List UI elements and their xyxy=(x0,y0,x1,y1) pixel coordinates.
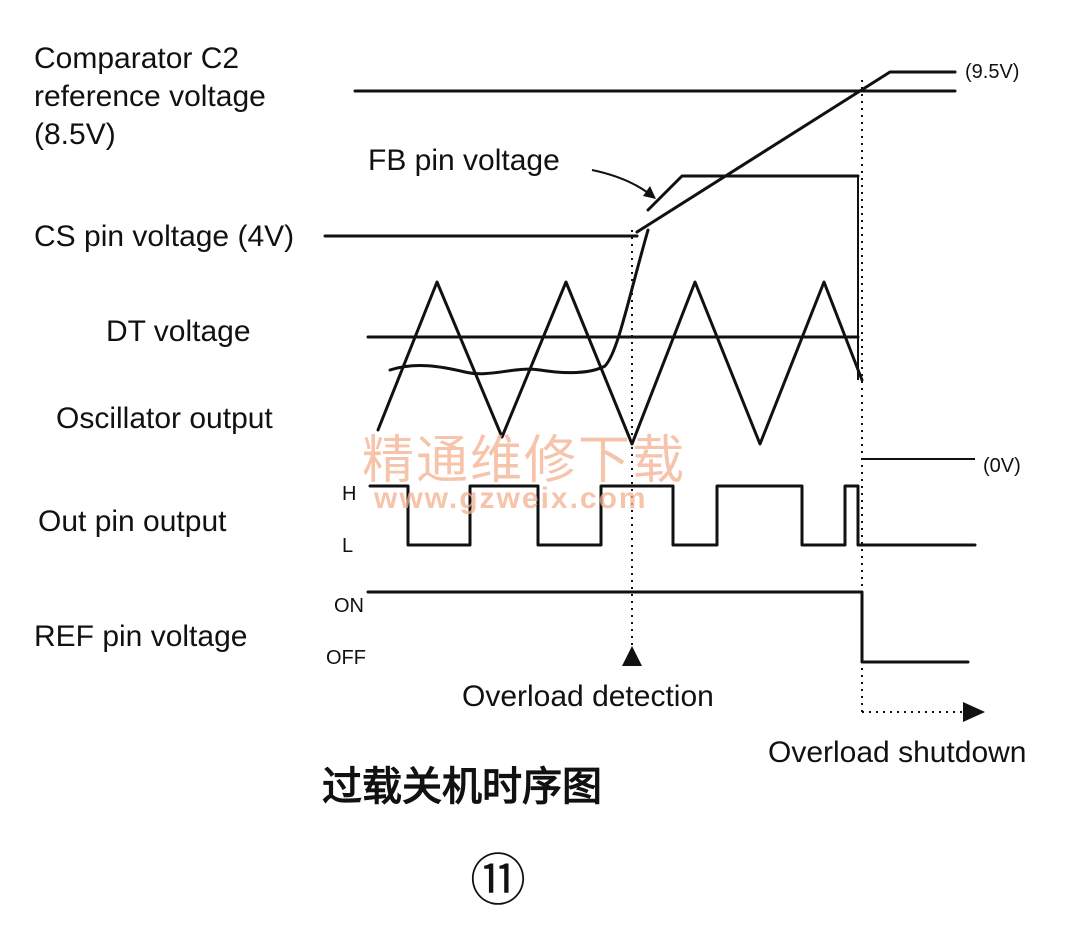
v-zero-label: (0V) xyxy=(983,455,1021,477)
level-l-label: L xyxy=(342,535,353,557)
out-pin-pulses xyxy=(368,484,977,547)
comparator-label-line3: (8.5V) xyxy=(34,118,116,151)
fb-pin-label: FB pin voltage xyxy=(368,144,560,177)
figure-number: ⑪ xyxy=(470,849,526,914)
fb-pin-arrow xyxy=(591,169,653,197)
watermark-url: www.gzweix.com xyxy=(373,482,648,515)
fb-pin-arrowhead xyxy=(643,186,656,199)
fb-pin-trace xyxy=(388,228,650,376)
overload-detection-arrowhead xyxy=(622,646,642,666)
diagram-caption: 过载关机时序图 xyxy=(322,764,602,810)
dt-voltage-label: DT voltage xyxy=(106,315,251,348)
overload-shutdown-label: Overload shutdown xyxy=(768,736,1027,769)
overload-shutdown-arrowhead xyxy=(963,702,985,722)
cs-pin-label: CS pin voltage (4V) xyxy=(34,220,294,253)
level-off-label: OFF xyxy=(326,647,366,669)
fb-clamp-plateau xyxy=(646,174,860,212)
oscillator-wave xyxy=(376,280,864,446)
ref-pin-label: REF pin voltage xyxy=(34,620,247,653)
comparator-label-line2: reference voltage xyxy=(34,80,266,113)
out-pin-label: Out pin output xyxy=(38,505,227,538)
overload-detection-label: Overload detection xyxy=(462,680,714,713)
v-max-label: (9.5V) xyxy=(965,61,1019,83)
comparator-label-line1: Comparator C2 xyxy=(34,42,239,75)
fb-ramp-line xyxy=(635,70,957,234)
watermark-chinese: 精通维修下载 xyxy=(362,431,686,491)
oscillator-label: Oscillator output xyxy=(56,402,273,435)
level-on-label: ON xyxy=(334,595,364,617)
ref-pin-trace xyxy=(366,590,970,664)
level-h-label: H xyxy=(342,483,356,505)
